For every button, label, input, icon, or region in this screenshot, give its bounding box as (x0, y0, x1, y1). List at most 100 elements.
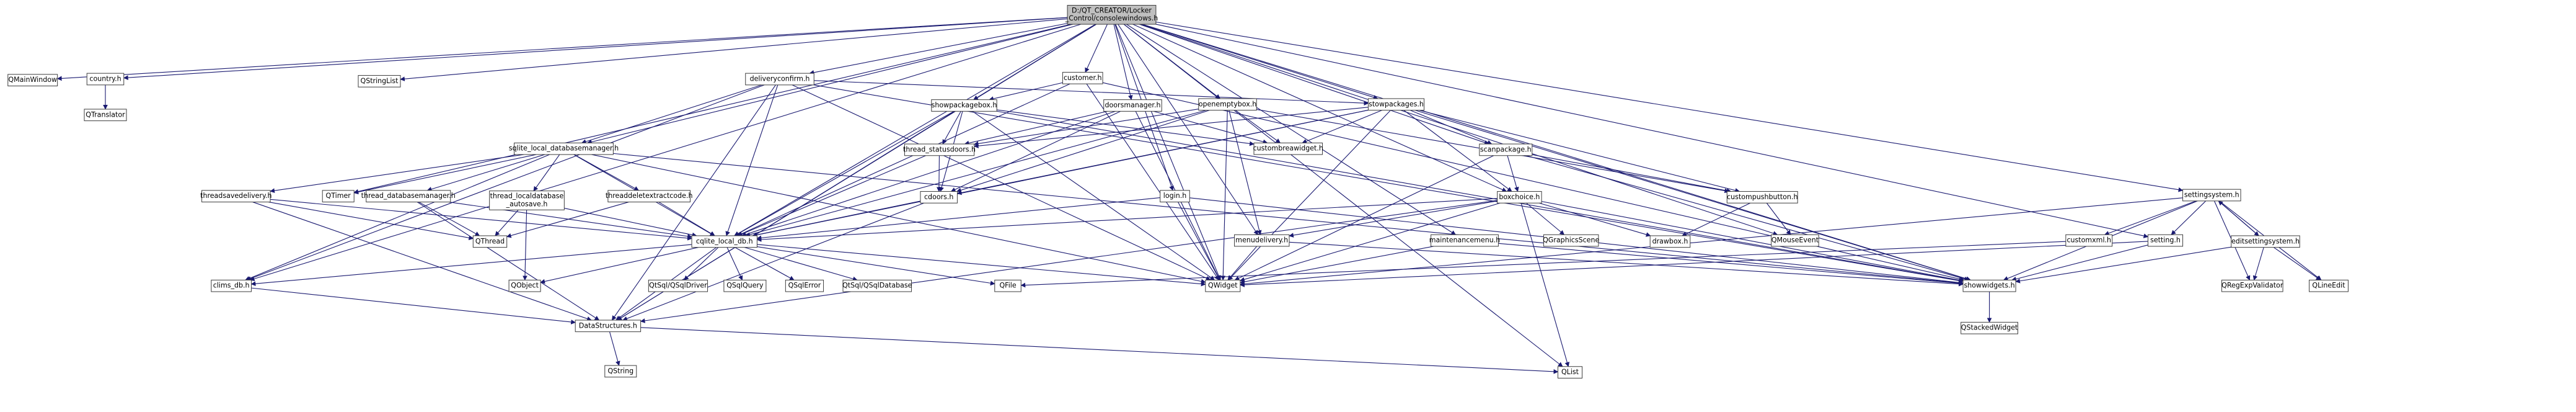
node-label: QSqlQuery (726, 282, 764, 290)
edge-sqlite_mgr-to-qwidget (591, 154, 1206, 284)
edge-thread_statusdoors-to-cdoors (937, 155, 942, 192)
edge-deliveryconfirm-to-climsdb (246, 84, 765, 281)
node-qtranslator: QTranslator (84, 109, 127, 122)
node-label: QtSql/QSqlDriver (649, 282, 707, 290)
node-box (2231, 235, 2300, 248)
edge-climsdb-to-datastructures (251, 287, 576, 325)
node-box (1062, 71, 1103, 84)
node-settingsystem[interactable]: settingsystem.h (2182, 189, 2241, 202)
node-box (211, 279, 252, 292)
edge-cqlite-to-qsqlquery (726, 247, 743, 281)
node-box (920, 191, 958, 204)
node-customxml[interactable]: customxml.h (2065, 234, 2113, 247)
edge-sqlite_mgr-to-threaddelete (574, 154, 640, 191)
node-threadsavedelivery[interactable]: threadsavedelivery.h (200, 190, 271, 203)
node-doorsmanager[interactable]: doorsmanager.h (1103, 99, 1162, 112)
node-box (2182, 189, 2241, 202)
edge-customer-to-showpackagebox (989, 82, 1063, 101)
edge-settingsystem-to-qwidget (1240, 197, 2183, 287)
node-stowpackages[interactable]: stowpackages.h (1367, 98, 1425, 111)
edge-boxchoice-to-cqlite (756, 198, 1498, 242)
edge-boxchoice-to-showwidgets (1541, 201, 1964, 283)
node-scanpackage[interactable]: scanpackage.h (1479, 143, 1533, 156)
node-datastructures[interactable]: DataStructures.h (575, 320, 642, 333)
edge-showpackagebox-to-showwidgets (997, 110, 1964, 283)
node-label: QStringList (361, 77, 399, 85)
node-maintenancemenu[interactable]: maintenancemenu.h (1429, 234, 1500, 247)
edge-threadsavedelivery-to-cqlite (270, 199, 692, 241)
node-climsdb[interactable]: clims_db.h (211, 279, 252, 292)
node-boxchoice[interactable]: boxchoice.h (1497, 191, 1542, 204)
node-box (2065, 234, 2113, 247)
node-thread_dbmgr[interactable]: thread_databasemanager.h (361, 190, 456, 203)
edge-root-to-boxchoice (1132, 24, 1507, 192)
edge-showpackagebox-to-qwidget (972, 110, 1215, 280)
edge-root-to-setting (1155, 24, 2149, 238)
edge-root-to-country (123, 17, 1068, 81)
edge-root-to-cqlite (734, 24, 1096, 236)
node-label: QWidget (1208, 282, 1238, 290)
edge-customxml-to-qfile (1020, 241, 2066, 288)
edge-boxchoice-to-menudelivery (1289, 200, 1498, 238)
node-deliveryconfirm[interactable]: deliveryconfirm.h (745, 73, 814, 86)
node-menudelivery[interactable]: menudelivery.h (1234, 234, 1290, 247)
edge-doorsmanager-to-cdoors (950, 110, 1121, 192)
node-box (84, 109, 127, 122)
node-label: QString (607, 367, 633, 375)
node-qmouseevent: QMouseEvent (1771, 234, 1819, 247)
node-drawbox[interactable]: drawbox.h (1649, 235, 1691, 248)
node-qwidget: QWidget (1205, 279, 1241, 292)
edge-openemptybox-to-menudelivery (1228, 110, 1262, 236)
edge-setting-to-qwidget (1240, 241, 2148, 287)
node-custombreawidget[interactable]: custombreawidget.h (1253, 142, 1323, 155)
node-label: doorsmanager.h (1105, 101, 1161, 109)
node-box (723, 279, 767, 292)
edge-threaddelete-to-cqlite (658, 202, 715, 236)
node-qregexpvalidator: QRegExpValidator (2221, 279, 2283, 292)
edge-deliveryconfirm-to-cqlite (725, 84, 779, 236)
node-custompushbutton[interactable]: custompushbutton.h (1726, 191, 1798, 204)
edge-scanpackage-to-boxchoice (1507, 155, 1519, 192)
node-setting[interactable]: setting.h (2147, 234, 2184, 247)
node-box (745, 73, 814, 86)
node-customer[interactable]: customer.h (1062, 71, 1103, 84)
node-cdoors[interactable]: cdoors.h (920, 191, 958, 204)
node-label: D:/QT_CREATOR/Locker (1072, 6, 1152, 14)
node-cqlite[interactable]: cqlite_local_db.h (691, 235, 757, 248)
node-openemptybox[interactable]: openemptybox.h (1198, 98, 1257, 111)
node-thread_statusdoors[interactable]: thread_statusdoors.h (903, 143, 976, 156)
node-label: _autosave.h (506, 200, 548, 208)
node-showwidgets[interactable]: showwidgets.h (1962, 279, 2016, 292)
edge-thread_autosave-to-qthread (495, 209, 519, 236)
edge-root-to-qwidget (1115, 24, 1221, 281)
edge-customer-to-showwidgets (1102, 82, 1965, 282)
node-box (1497, 191, 1542, 204)
edge-menudelivery-to-qwidget (1227, 246, 1258, 280)
edge-root-to-qmainwindow (56, 17, 1068, 81)
node-box (508, 279, 541, 292)
node-thread_autosave[interactable]: thread_localdatabase_autosave.h (489, 190, 565, 210)
edge-root-to-stowpackages (1141, 24, 1378, 100)
node-label: custompushbutton.h (1727, 193, 1797, 201)
edge-openemptybox-to-thread_statusdoors (973, 109, 1199, 146)
edge-cdoors-to-datastructures (622, 202, 924, 321)
node-login[interactable]: login.h (1160, 190, 1190, 203)
node-qthread: QThread (472, 235, 508, 248)
node-box (1367, 98, 1425, 111)
edge-openemptybox-to-qwidget (1220, 110, 1228, 281)
edge-root-to-qlist (1123, 24, 1563, 367)
edge-custompushbutton-to-qmouseevent (1766, 202, 1791, 235)
node-root[interactable]: D:/QT_CREATOR/Locker_Control/consolewind… (1065, 4, 1158, 25)
node-sqlite_mgr[interactable]: sqlite_local_databasemanager.h (509, 142, 619, 155)
node-threaddelete[interactable]: threaddeletextractcode.h (606, 190, 693, 203)
edge-cqlite-to-qtsqldatabase (744, 247, 858, 282)
node-box (1557, 366, 1583, 378)
node-box (2221, 279, 2283, 292)
node-box (322, 190, 355, 203)
node-box (1431, 234, 1499, 247)
edge-showpackagebox-to-custombreawidget (997, 109, 1255, 146)
node-box (904, 143, 975, 156)
node-country[interactable]: country.h (86, 73, 125, 86)
node-editsettingsystem[interactable]: editsettingsystem.h (2231, 235, 2300, 248)
node-showpackagebox[interactable]: showpackagebox.h (931, 99, 997, 112)
